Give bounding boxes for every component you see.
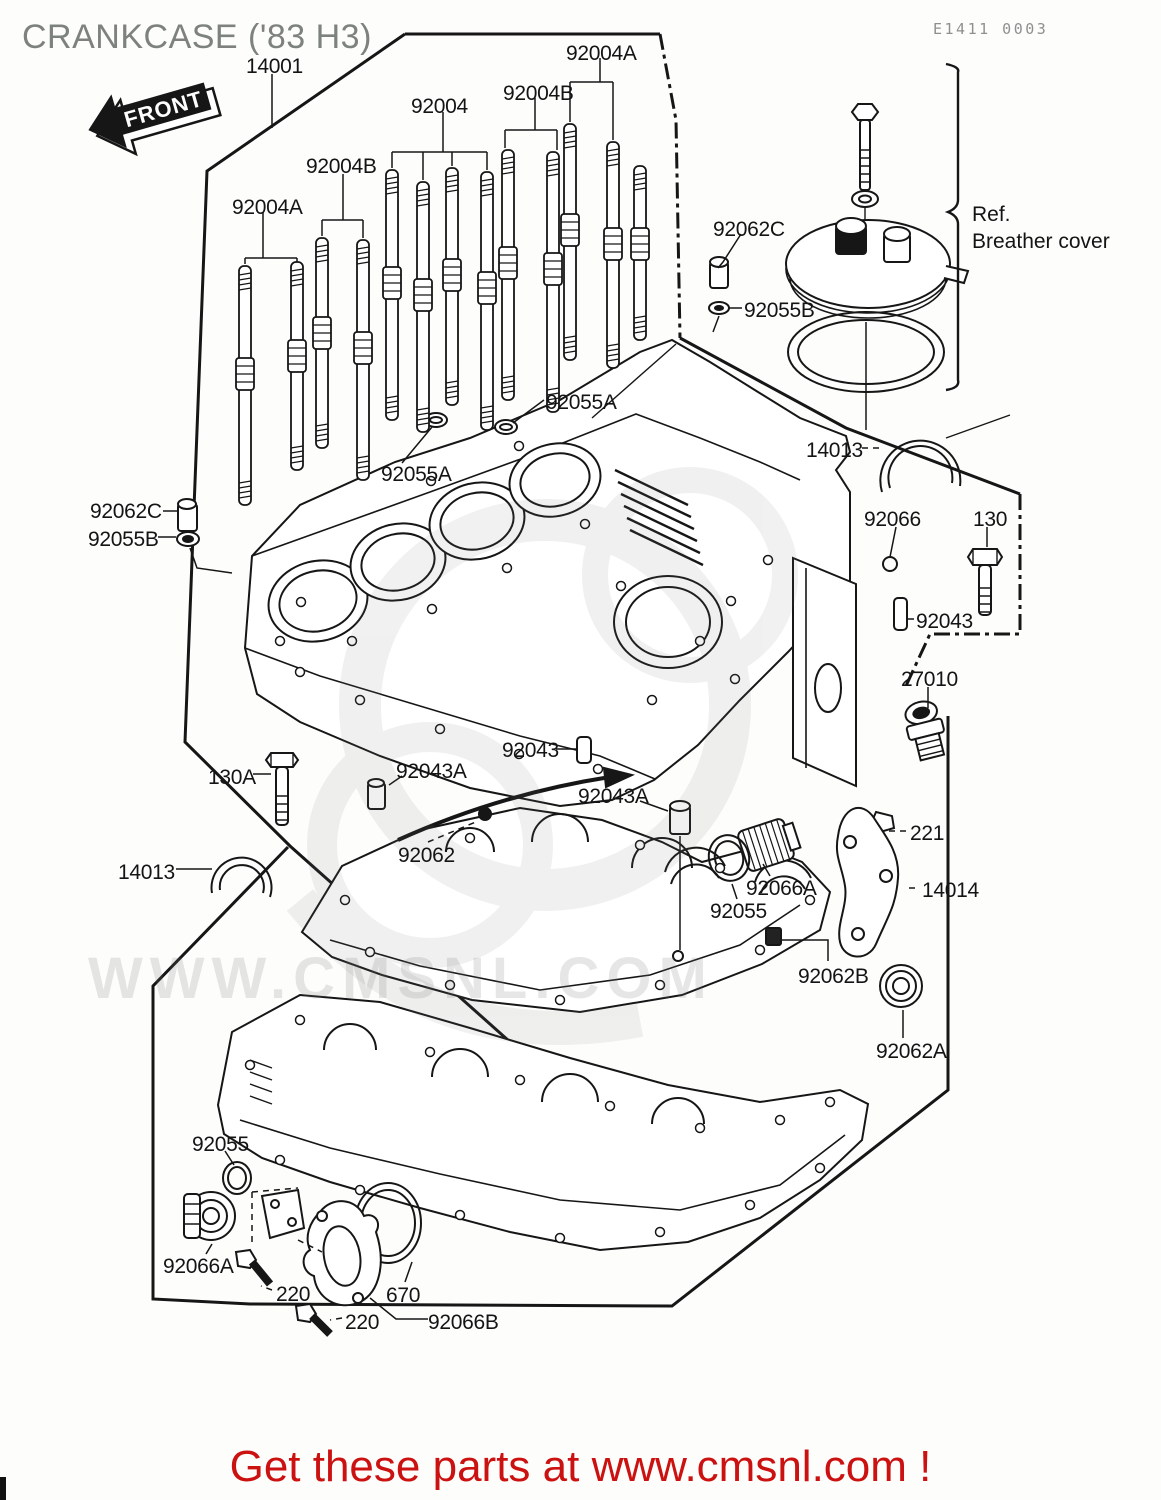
drawing-code: E1411 0003 [933, 20, 1049, 38]
part-label-92055b-right: 92055B [744, 299, 815, 322]
part-label-92055a-upper: 92055A [546, 391, 617, 414]
part-label-92062c-left: 92062C [90, 500, 162, 523]
part-label-220-a: 220 [276, 1283, 311, 1306]
part-label-92062a: 92062A [876, 1040, 947, 1063]
studs-and-leader-lines [158, 58, 988, 1321]
part-label-14014: 14014 [922, 879, 979, 902]
front-arrow [88, 82, 212, 149]
part-label-92066a-bottom: 92066A [163, 1255, 234, 1278]
part-label-92043a-left: 92043A [396, 760, 467, 783]
part-label-92004a-left: 92004A [232, 196, 303, 219]
part-label-14013-right: 14013 [806, 439, 863, 462]
brace [944, 62, 960, 392]
watermark: WWW.CMSNL.COM [88, 467, 798, 1045]
part-label-220-b: 220 [345, 1311, 380, 1334]
part-label-92004b-left: 92004B [306, 155, 377, 178]
part-label-92004a-top: 92004A [566, 42, 637, 65]
part-label-92066b: 92066B [428, 1311, 499, 1334]
cooling-fins [614, 468, 704, 567]
breather-bolt-head [850, 103, 880, 121]
ref-note-line2: Breather cover [972, 230, 1110, 253]
part-label-14001: 14001 [246, 55, 303, 78]
part-label-92062c-right: 92062C [713, 218, 785, 241]
ref-note-line1: Ref. [972, 203, 1011, 226]
part-label-92043-center: 92043 [502, 739, 559, 762]
small-parts [176, 256, 1011, 1337]
part-label-92004: 92004 [411, 95, 468, 118]
direction-arrow [397, 775, 611, 842]
part-label-14013-left: 14013 [118, 861, 175, 884]
part-label-27010: 27010 [901, 668, 958, 691]
page-title: CRANKCASE ('83 H3) [22, 18, 372, 56]
part-label-221: 221 [910, 822, 945, 845]
breather-cover-assembly [785, 62, 970, 393]
part-label-92055-bottom: 92055 [192, 1133, 249, 1156]
part-label-92055a-lower: 92055A [381, 463, 452, 486]
part-label-130: 130 [973, 508, 1008, 531]
part-label-92066: 92066 [864, 508, 921, 531]
part-label-92062: 92062 [398, 844, 455, 867]
watermark-url-text: WWW.CMSNL.COM [88, 946, 714, 1011]
part-label-92043a-right: 92043A [578, 785, 649, 808]
part-label-92066a-center: 92066A [746, 877, 817, 900]
upper-crankcase-half [243, 338, 857, 808]
part-label-92043-right: 92043 [916, 610, 973, 633]
part-label-130a: 130A [208, 766, 256, 789]
part-label-670: 670 [386, 1284, 421, 1307]
part-label-92055b-left: 92055B [88, 528, 159, 551]
part-label-92062b: 92062B [798, 965, 869, 988]
part-label-92004b-top: 92004B [503, 82, 574, 105]
part-label-92055-center: 92055 [710, 900, 767, 923]
front-direction-badge: FRONT [88, 82, 222, 157]
scan-corner-artifact [0, 1477, 6, 1500]
breather-dome [785, 219, 951, 309]
footer-banner: Get these parts at www.cmsnl.com ! [0, 1442, 1161, 1492]
footer-banner-link[interactable]: Get these parts at www.cmsnl.com ! [229, 1442, 932, 1491]
